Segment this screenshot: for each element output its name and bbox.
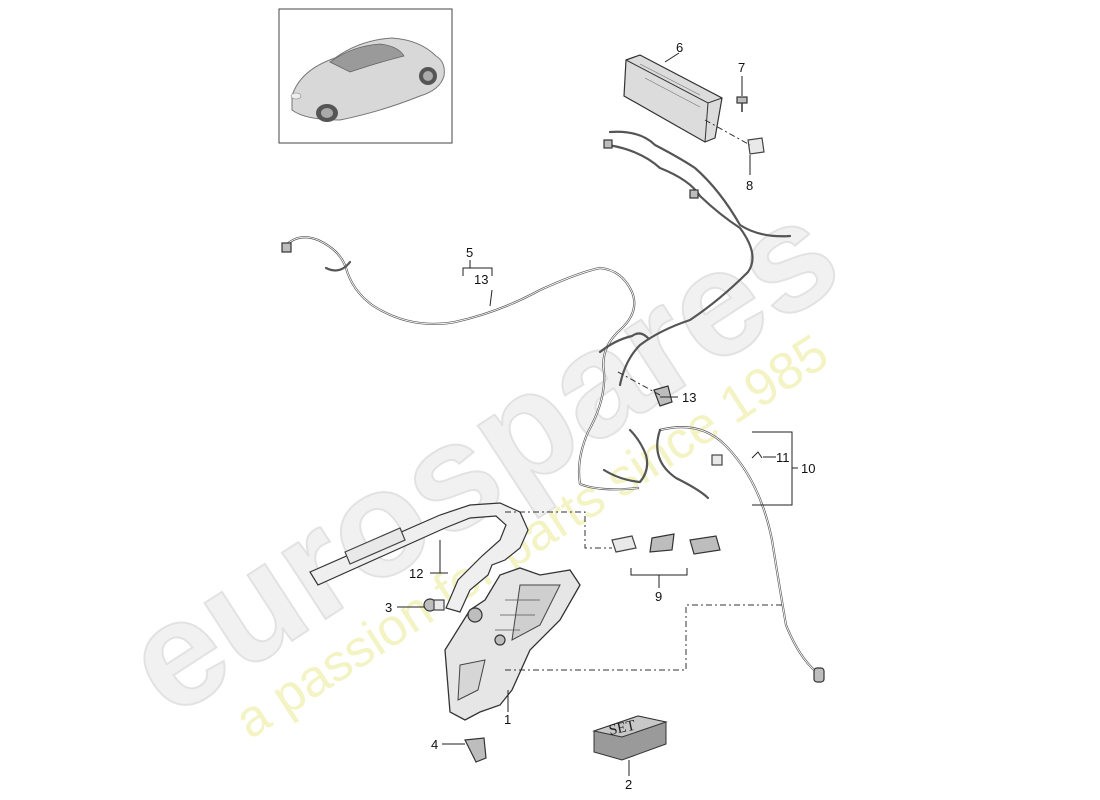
callout-4: 4 [431, 737, 438, 752]
callout-13-lower: 13 [682, 390, 696, 405]
callout-9: 9 [655, 589, 662, 604]
set-box-part: SET [592, 715, 668, 761]
callout-1: 1 [504, 712, 511, 727]
callout-2: 2 [625, 777, 632, 792]
callout-3: 3 [385, 600, 392, 615]
car-thumbnail-icon [278, 8, 453, 144]
screw-part [736, 96, 748, 112]
reference-lines [505, 371, 782, 671]
callout-13-upper: 13 [474, 272, 488, 287]
callout-10: 10 [801, 461, 815, 476]
clip-set-part [611, 533, 721, 555]
callout-labels: 1 2 3 4 5 6 7 8 9 10 11 12 13 13 [385, 40, 815, 792]
set-box-label: SET [608, 718, 637, 739]
callout-5: 5 [466, 245, 473, 260]
pedal-bracket-part [444, 567, 581, 721]
cable-part [656, 426, 825, 683]
callout-7: 7 [738, 60, 745, 75]
leader-lines [397, 52, 798, 776]
callout-12: 12 [409, 566, 423, 581]
linkage-rail-part [309, 502, 529, 613]
callout-6: 6 [676, 40, 683, 55]
callout-8: 8 [746, 178, 753, 193]
bracket-part [747, 137, 765, 155]
wiring-harness [281, 130, 792, 491]
screw-part [423, 598, 445, 612]
control-unit-part [623, 54, 723, 143]
clip-part [464, 737, 487, 763]
callout-11: 11 [776, 450, 790, 465]
